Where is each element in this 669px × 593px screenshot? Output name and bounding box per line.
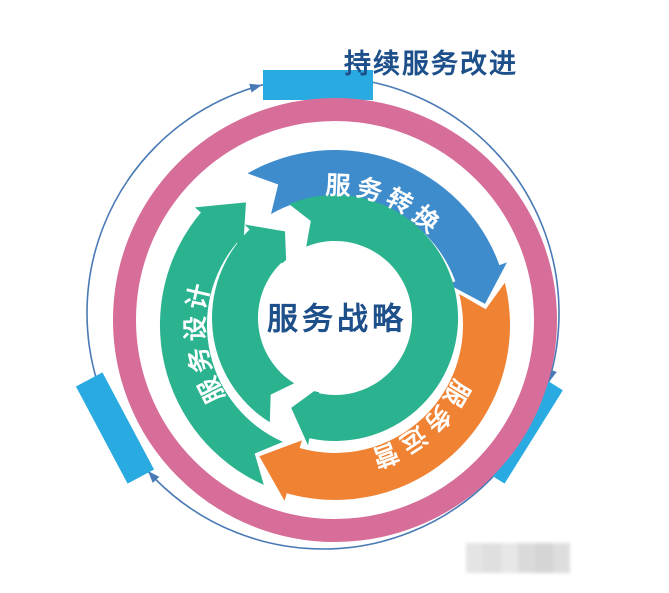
flow-arrowhead-left — [148, 471, 160, 483]
inner-cycle-arrow-long — [288, 195, 459, 446]
center-label: 服务战略 — [267, 302, 407, 337]
service-operation-arc — [259, 282, 510, 501]
flow-arrowhead-top — [249, 83, 262, 93]
outer-ring — [113, 98, 557, 542]
service-transition-arc — [247, 149, 507, 304]
service-design-arc — [159, 202, 283, 485]
inner-cycle-arrow-short — [212, 224, 295, 423]
center-circle — [259, 242, 411, 394]
watermark — [466, 543, 570, 573]
flow-tab-left — [75, 372, 155, 484]
title-label: 持续服务改进 — [344, 49, 518, 79]
flow-tab-top — [263, 70, 373, 100]
